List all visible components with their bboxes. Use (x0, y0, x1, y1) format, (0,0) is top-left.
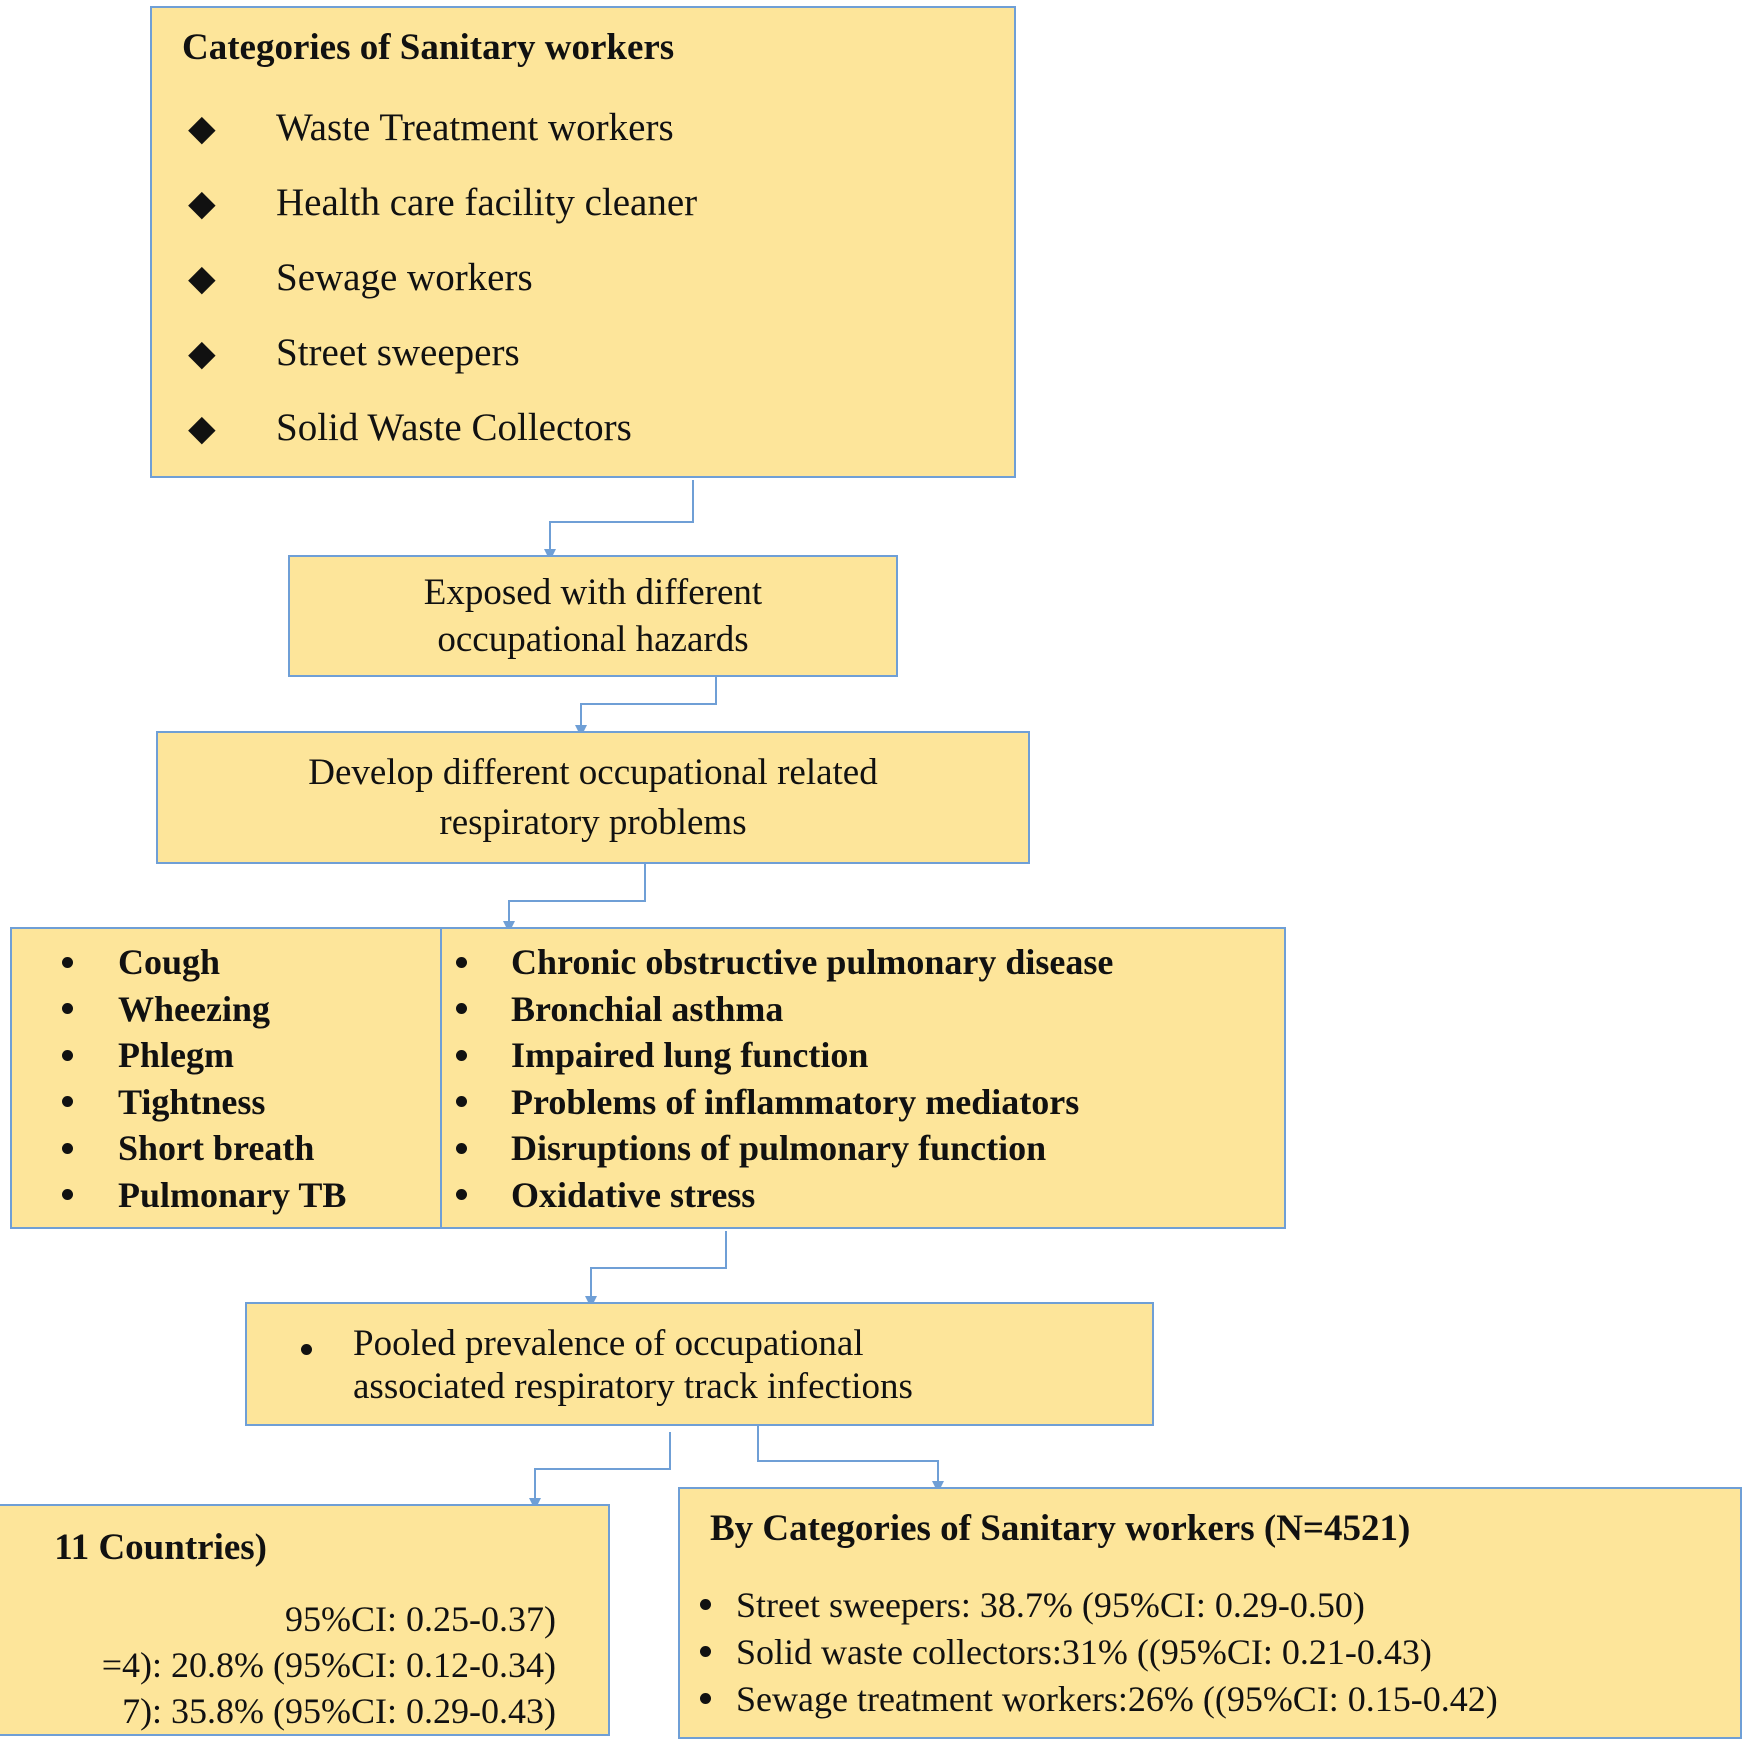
categories-box: Categories of Sanitary workers ◆Waste Tr… (150, 6, 1016, 478)
develop-line-2: respiratory problems (439, 801, 747, 843)
arrow-categories-to-exposed (544, 480, 694, 561)
bullet-dot-icon (62, 1003, 73, 1015)
arrow-pooled-to-countries (529, 1432, 671, 1510)
arrow-develop-to-symptoms (503, 864, 646, 933)
categories-list: ◆Waste Treatment workers ◆Health care fa… (188, 90, 697, 465)
list-item: Phlegm (62, 1032, 346, 1079)
by-countries-line-2: =4): 20.8% (95%CI: 0.12-0.34) (101, 1645, 556, 1685)
exposed-box: Exposed with different occupational haza… (288, 555, 898, 677)
bullet-dot-icon (456, 1003, 467, 1015)
bullet-dot-icon (62, 1189, 73, 1201)
pooled-prevalence-box: Pooled prevalence of occupational associ… (245, 1302, 1154, 1426)
arrow-symptoms-to-pooled (585, 1231, 727, 1308)
by-categories-box: By Categories of Sanitary workers (N=452… (678, 1487, 1742, 1739)
symptoms-box: Cough Wheezing Phlegm Tightness Short br… (10, 927, 442, 1229)
diamond-bullet-icon: ◆ (188, 332, 216, 373)
list-item: Chronic obstructive pulmonary disease (456, 939, 1113, 986)
bullet-dot-icon (700, 1646, 711, 1657)
diamond-bullet-icon: ◆ (188, 407, 216, 448)
list-item: Impaired lung function (456, 1032, 1113, 1079)
list-item: Wheezing (62, 986, 346, 1033)
develop-line-1: Develop different occupational related (308, 751, 878, 793)
exposed-line-1: Exposed with different (423, 572, 763, 613)
diamond-bullet-icon: ◆ (188, 182, 216, 223)
list-item: ◆Waste Treatment workers (188, 106, 674, 149)
bullet-dot-icon (62, 956, 73, 968)
list-item: Tightness (62, 1079, 346, 1126)
bullet-dot-icon (62, 1049, 73, 1061)
pooled-line-2: associated respiratory track infections (353, 1366, 913, 1407)
list-item: Short breath (62, 1125, 346, 1172)
exposed-line-2: occupational hazards (437, 619, 749, 660)
list-item: Pulmonary TB (62, 1172, 346, 1219)
bullet-dot-icon (62, 1096, 73, 1108)
bullet-dot-icon (456, 1142, 467, 1154)
diseases-list: Chronic obstructive pulmonary disease Br… (456, 939, 1113, 1218)
pooled-line-1: Pooled prevalence of occupational (353, 1323, 864, 1364)
arrow-pooled-to-categories (757, 1426, 944, 1493)
list-item: Sewage treatment workers:26% ((95%CI: 0.… (700, 1675, 1498, 1722)
develop-box: Develop different occupational related r… (156, 731, 1030, 864)
by-categories-list: Street sweepers: 38.7% (95%CI: 0.29-0.50… (700, 1581, 1498, 1722)
list-item: Disruptions of pulmonary function (456, 1125, 1113, 1172)
list-item: Bronchial asthma (456, 986, 1113, 1033)
diseases-box: Chronic obstructive pulmonary disease Br… (440, 927, 1286, 1229)
diamond-bullet-icon: ◆ (188, 257, 216, 298)
list-item: Cough (62, 939, 346, 986)
symptoms-list: Cough Wheezing Phlegm Tightness Short br… (62, 939, 346, 1218)
arrow-exposed-to-develop (575, 677, 717, 737)
list-item: Street sweepers: 38.7% (95%CI: 0.29-0.50… (700, 1581, 1498, 1628)
by-countries-title: 11 Countries) (54, 1527, 267, 1568)
bullet-dot-icon (456, 1049, 467, 1061)
categories-title: Categories of Sanitary workers (182, 27, 675, 68)
bullet-dot-icon (456, 1096, 467, 1108)
diamond-bullet-icon: ◆ (188, 107, 216, 148)
list-item: Oxidative stress (456, 1172, 1113, 1219)
list-item: ◆Sewage workers (188, 256, 533, 299)
by-countries-box: 11 Countries) 95%CI: 0.25-0.37) =4): 20.… (0, 1504, 610, 1736)
list-item: Solid waste collectors:31% ((95%CI: 0.21… (700, 1628, 1498, 1675)
by-countries-line-1: 95%CI: 0.25-0.37) (285, 1599, 556, 1639)
list-item: ◆Health care facility cleaner (188, 181, 698, 224)
by-categories-title: By Categories of Sanitary workers (N=452… (710, 1508, 1411, 1549)
list-item: ◆Street sweepers (188, 331, 520, 374)
bullet-dot-icon (456, 1189, 467, 1201)
bullet-dot-icon (700, 1693, 711, 1704)
bullet-dot-icon (700, 1599, 711, 1610)
bullet-dot-icon (301, 1344, 312, 1355)
list-item: Problems of inflammatory mediators (456, 1079, 1113, 1126)
bullet-dot-icon (456, 956, 467, 968)
bullet-dot-icon (62, 1142, 73, 1154)
by-countries-line-3: 7): 35.8% (95%CI: 0.29-0.43) (122, 1691, 556, 1731)
list-item: ◆Solid Waste Collectors (188, 406, 632, 449)
